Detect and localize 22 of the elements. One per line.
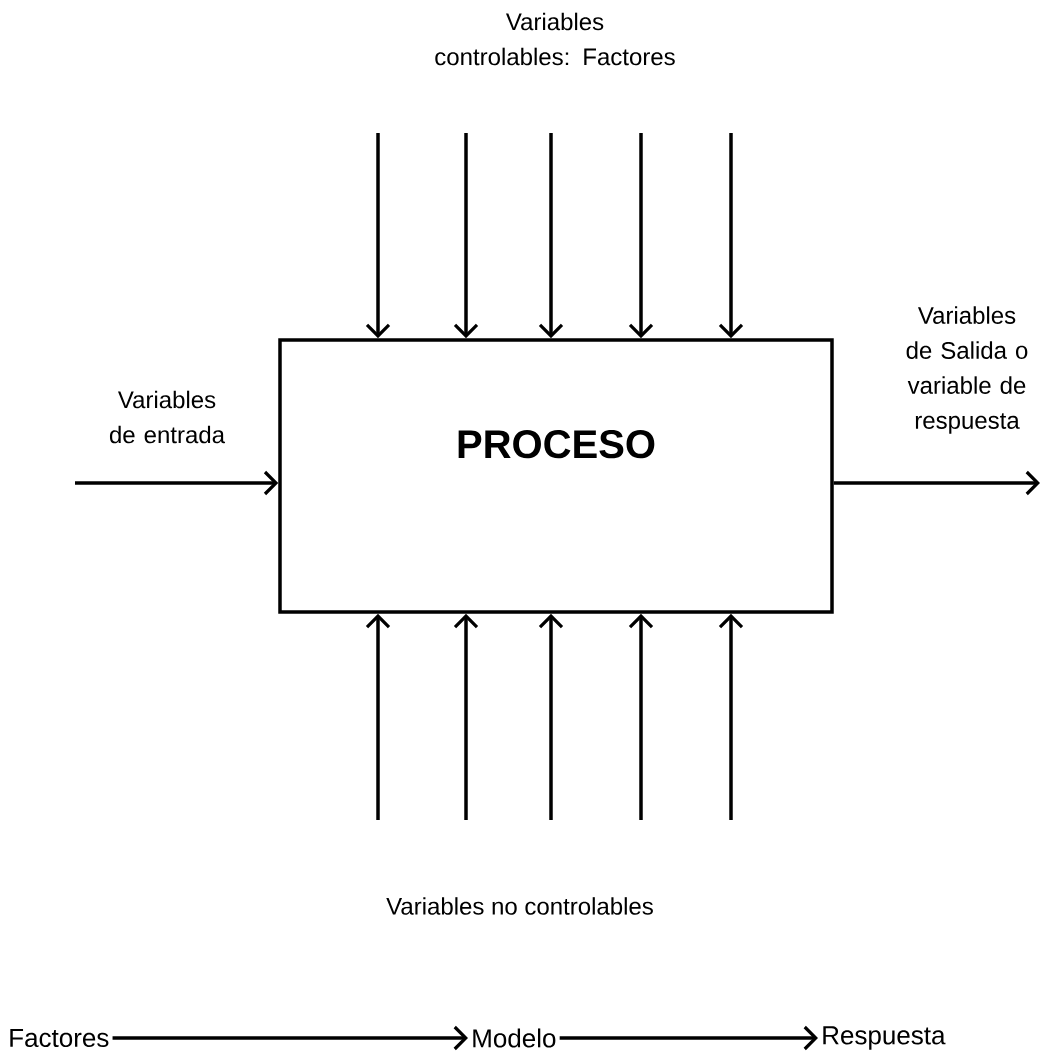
flow-text: Modelo — [473, 1028, 556, 1048]
annotation-text: Variables de entrada — [109, 390, 225, 444]
arrow — [538, 133, 564, 339]
arrow — [453, 133, 479, 339]
arrow — [559, 1025, 818, 1051]
arrow — [833, 470, 1040, 496]
arrow — [628, 613, 654, 820]
arrow — [453, 613, 479, 820]
arrow — [365, 613, 391, 820]
flow-text: Respuesta — [823, 1026, 946, 1050]
flow-text: Factores — [10, 1028, 109, 1048]
process-box: PROCESO — [278, 338, 834, 614]
annotation-text: Variables controlables: Factores — [435, 12, 675, 66]
arrow — [75, 470, 279, 496]
arrow — [718, 133, 744, 339]
arrow — [538, 613, 564, 820]
arrow — [718, 613, 744, 820]
arrow — [112, 1025, 468, 1051]
arrow — [628, 133, 654, 339]
arrow — [365, 133, 391, 339]
annotation-text: Variables de Salida o variable de respuesta — [906, 306, 1028, 434]
annotation-text: Variables no controlables — [386, 897, 653, 915]
